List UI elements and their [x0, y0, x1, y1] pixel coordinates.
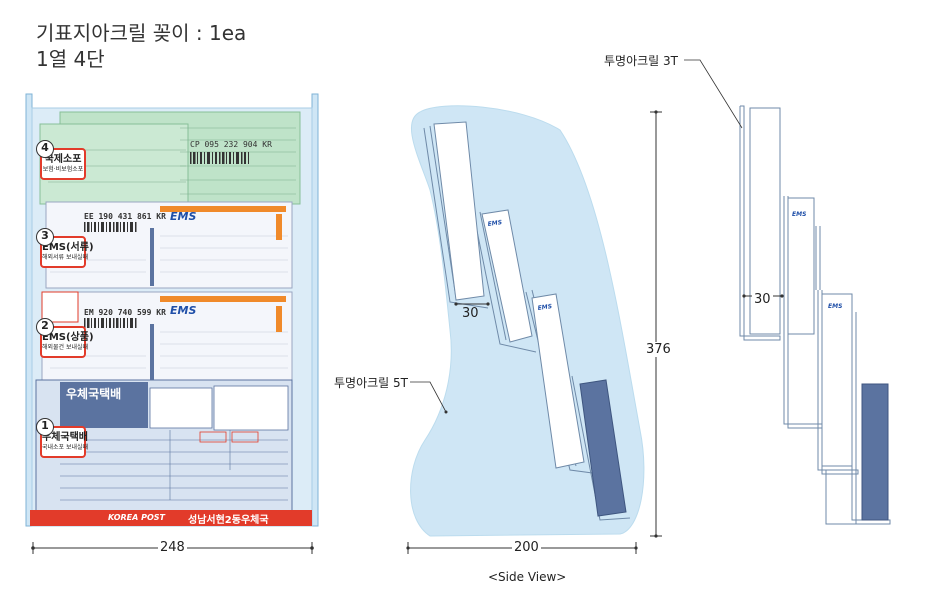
side-gap-dot-right: [486, 302, 490, 306]
side-slot-1-form: [579, 379, 627, 517]
cp-tracking-text: CP 095 232 904 KR: [190, 140, 272, 149]
badge-main-4: 국제소포: [44, 154, 82, 165]
badge-row-2: 2 EMS(상품) 해외물건 보내실때: [36, 318, 94, 358]
badge-main-2: EMS(상품): [42, 332, 94, 343]
detail-material-leader: [684, 59, 743, 129]
side-material-leader: [410, 381, 447, 413]
ems-doc-red-tab: [276, 214, 282, 240]
side-height-dot-top: [654, 110, 658, 114]
badge-num-1: 1: [36, 418, 54, 436]
post-office-name: 성남서현2동우체국: [188, 515, 269, 526]
cp-form-sheet-back: [39, 123, 189, 205]
side-ems-tag-2: EMS: [537, 303, 552, 312]
ems-doc-barcode: [84, 222, 137, 232]
side-material-leader-dot: [444, 410, 448, 414]
badge-num-3: 3: [36, 228, 54, 246]
side-gap-label: 30: [462, 306, 479, 321]
ems-goods-kp-box: [41, 291, 79, 323]
parcel-notice-box: [149, 387, 213, 429]
parcel-red-stamp: [199, 431, 227, 443]
badge-num-2: 2: [36, 318, 54, 336]
parcel-blue-header: [60, 382, 148, 428]
title-line-2: 1열 4단: [36, 47, 105, 71]
side-height-dot-bottom: [654, 534, 658, 538]
side-slot-4-form: [433, 121, 485, 301]
front-dim-dot-right: [310, 546, 314, 550]
post-office-footer: KOREA POST 성남서현2동우체국: [30, 510, 312, 526]
ems-goods-orange-band: [160, 296, 286, 302]
badge-sub-1: 국내소포 보내실때: [42, 444, 89, 451]
badge-row-4: 4 국제소포 보험·비보험소포: [36, 140, 86, 180]
parcel-red-stamp-2: [231, 431, 259, 443]
side-slot-3-form: [481, 209, 533, 343]
side-width-dot-left: [406, 546, 410, 550]
badge-main-3: EMS(서류): [42, 242, 94, 253]
ems-goods-tracking: EM 920 740 599 KR: [84, 308, 166, 317]
front-right-post: [311, 93, 319, 527]
detail-gap-label: 30: [752, 292, 773, 307]
korea-post-logo: KOREA POST: [108, 513, 165, 522]
detail-slot-1-form: [861, 383, 889, 521]
ems-goods-red-tab: [276, 306, 282, 332]
detail-slot-3-form: [787, 197, 815, 335]
parcel-info-box: [213, 385, 289, 431]
parcel-grid-lines: [60, 430, 288, 501]
side-width-label: 200: [512, 540, 541, 555]
front-dim-dot-left: [31, 546, 35, 550]
detail-gap-dot-left: [742, 294, 746, 298]
ems-doc-tracking: EE 190 431 861 KR: [84, 212, 166, 221]
detail-slot-2-form: [821, 293, 853, 467]
side-view-caption: <Side View>: [488, 570, 567, 584]
ems-doc-sheet: [45, 201, 293, 289]
side-height-label: 376: [644, 342, 673, 357]
detail-gap-dot-right: [780, 294, 784, 298]
badge-row-3: 3 EMS(서류) 해외서류 보내실때: [36, 228, 94, 268]
side-width-dot-right: [634, 546, 638, 550]
cp-barcode: [190, 152, 249, 164]
badge-sub-4: 보험·비보험소포: [42, 166, 84, 173]
ems-goods-blue-stripe: [150, 324, 154, 380]
side-height-dimension: [650, 111, 662, 537]
side-material-label: 투명아크릴 5T: [334, 376, 408, 390]
ems-doc-orange-band: [160, 206, 286, 212]
detail-ems-tag-1: EMS: [792, 211, 806, 218]
drawing-title: 기표지아크릴 꽂이 : 1ea 1열 4단: [36, 20, 246, 72]
detail-ems-tag-2: EMS: [828, 303, 842, 310]
title-line-1: 기표지아크릴 꽂이 : 1ea: [36, 21, 247, 45]
badge-sub-3: 해외서류 보내실때: [42, 254, 89, 261]
badge-num-4: 4: [36, 140, 54, 158]
ems-doc-brand: EMS: [170, 210, 196, 223]
parcel-form-title: 우체국택배: [66, 386, 121, 401]
badge-main-1: 우체국택배: [42, 432, 88, 443]
ems-goods-brand: EMS: [170, 304, 196, 317]
front-width-label: 248: [158, 540, 187, 555]
detail-material-label: 투명아크릴 3T: [604, 54, 678, 68]
ems-doc-blue-stripe: [150, 228, 154, 286]
side-gap-dot-left: [454, 302, 458, 306]
badge-row-1: 1 우체국택배 국내소포 보내실때: [36, 418, 89, 458]
badge-sub-2: 해외물건 보내실때: [42, 344, 89, 351]
ems-goods-barcode: [84, 318, 137, 328]
side-ems-tag-1: EMS: [487, 219, 502, 228]
side-slot-2-form: [531, 293, 585, 469]
front-left-post: [25, 93, 33, 527]
